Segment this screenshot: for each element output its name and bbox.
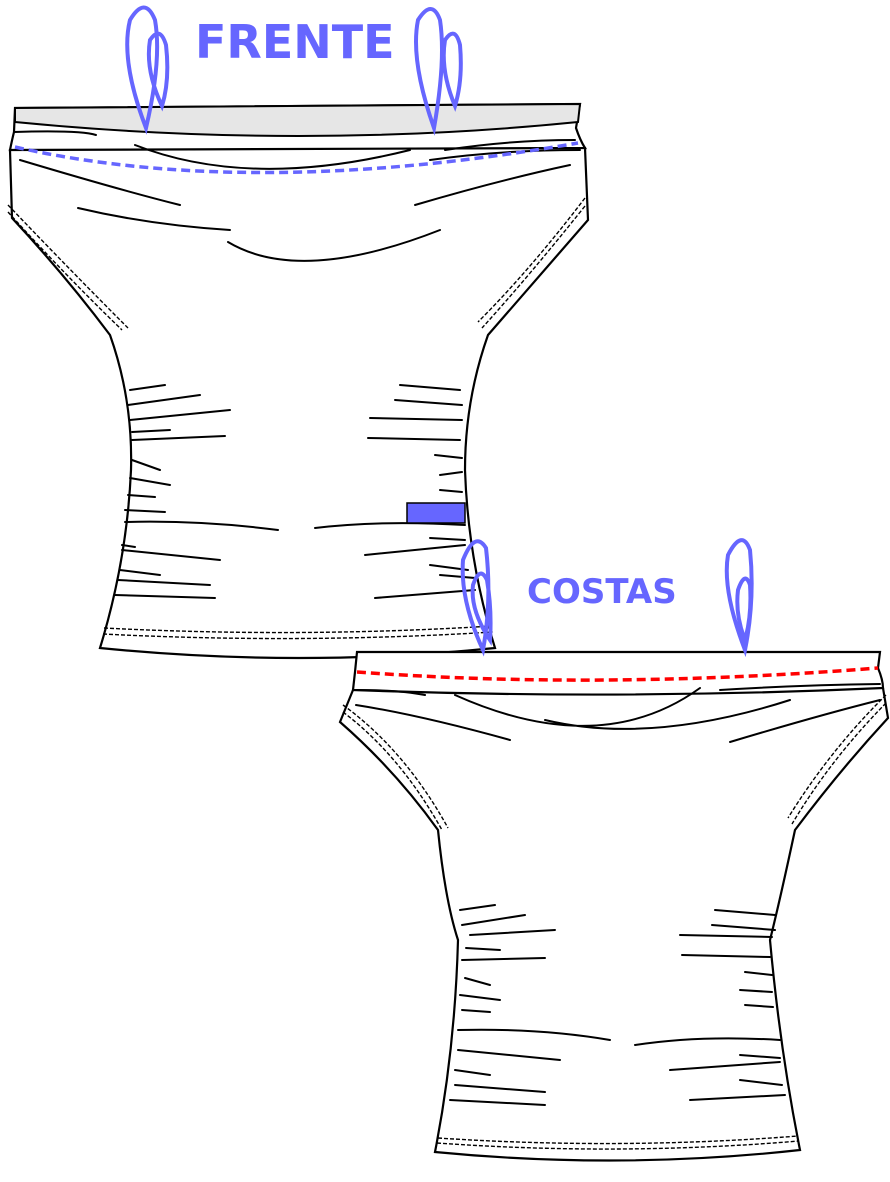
front-sleeve-stitch-left	[7, 204, 129, 331]
front-drape-lines	[13, 130, 581, 599]
back-hem-stitch	[436, 1135, 800, 1150]
front-label-tag	[406, 502, 466, 524]
front-neckline-dash	[14, 141, 579, 175]
back-drape-lines	[355, 683, 881, 1106]
front-sleeve-stitch-right	[477, 197, 586, 329]
back-label: COSTAS	[527, 572, 677, 612]
back-band	[351, 650, 885, 696]
back-sleeve-stitch-left	[342, 704, 449, 831]
front-strap-loop-right	[414, 7, 463, 136]
front-strap-loop-left	[125, 5, 170, 135]
back-strap-loop-right	[724, 538, 754, 658]
back-body	[338, 673, 890, 1162]
front-label: FRENTE	[195, 15, 395, 69]
back-strap-loop-left	[460, 539, 493, 657]
back-sleeve-stitch-right	[787, 694, 887, 825]
front-view: FRENTE	[7, 5, 590, 660]
front-body	[8, 128, 590, 660]
front-band-inner	[14, 102, 582, 137]
front-hem-stitch	[102, 625, 494, 640]
back-view: COSTAS	[338, 538, 890, 1162]
